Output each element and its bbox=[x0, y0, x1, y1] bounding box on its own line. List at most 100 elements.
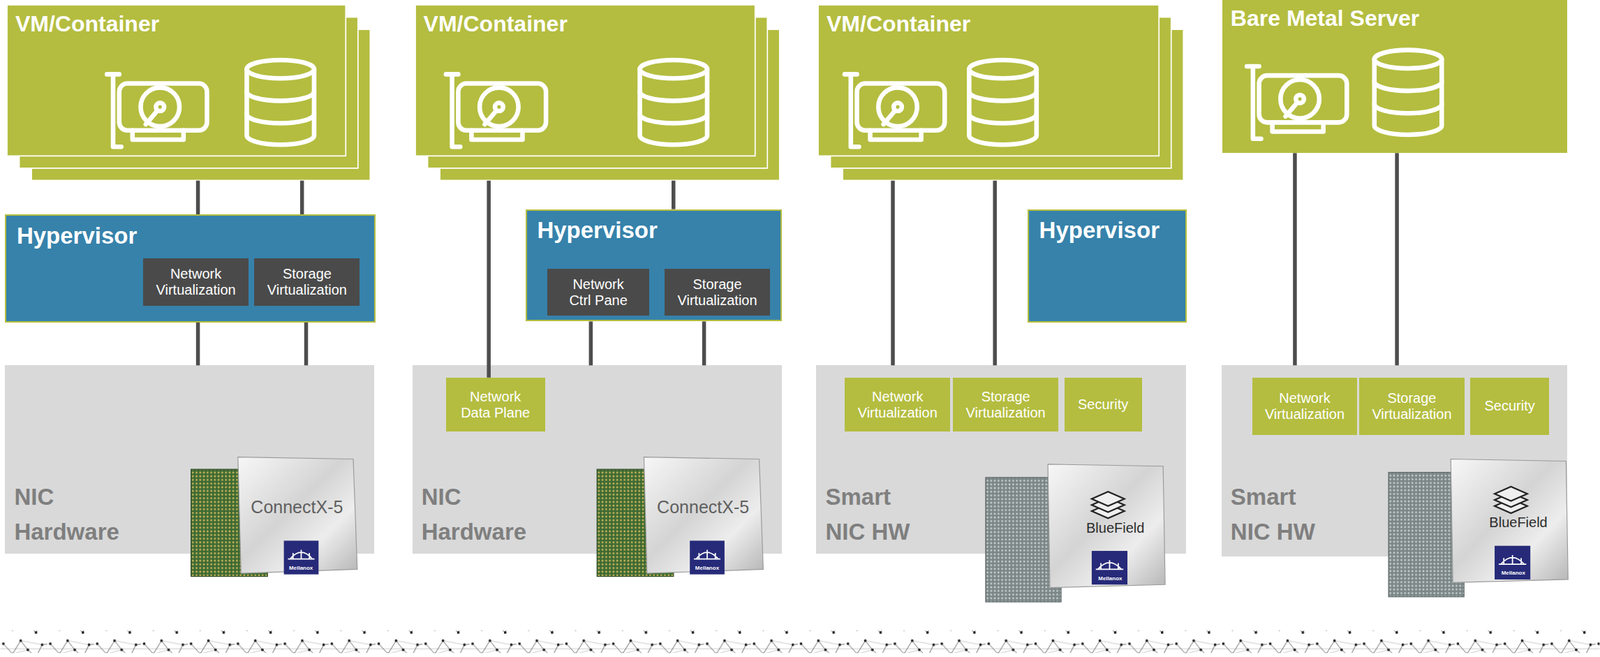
chip-marking: ConnectX-5 bbox=[656, 498, 750, 516]
connector-line bbox=[1292, 152, 1298, 366]
network-mesh-band bbox=[0, 630, 1600, 653]
label-anchor: Mellanox bbox=[1501, 570, 1526, 576]
box-title: Hypervisor bbox=[16, 215, 137, 250]
network-card-icon bbox=[106, 74, 207, 148]
connectx-chip bbox=[596, 457, 764, 577]
offload-function-box: Network Virtualization bbox=[844, 377, 951, 432]
database-ring bbox=[1374, 104, 1442, 114]
database-body bbox=[639, 69, 707, 145]
database-icon bbox=[969, 60, 1037, 145]
box-title: VM/Container bbox=[826, 4, 971, 37]
label-anchor: ConnectX-5 bbox=[656, 498, 750, 516]
card-disk bbox=[1280, 79, 1320, 119]
label-anchor: BlueField bbox=[1086, 520, 1145, 535]
connector-line bbox=[671, 180, 676, 210]
card-disk bbox=[479, 87, 519, 128]
database-icon bbox=[247, 60, 315, 145]
bluefield-chip bbox=[1388, 459, 1568, 597]
card-disk-arm bbox=[145, 110, 158, 125]
database-top bbox=[639, 60, 707, 79]
connector-line bbox=[992, 180, 997, 366]
vm-card bbox=[415, 4, 756, 156]
server-card bbox=[1222, 0, 1568, 153]
connectx-chip bbox=[191, 457, 358, 577]
card-connector bbox=[870, 130, 922, 140]
connector-line bbox=[589, 321, 594, 366]
box-title: Hypervisor bbox=[1039, 210, 1160, 245]
card-connector bbox=[1272, 122, 1324, 132]
card-connector bbox=[132, 130, 184, 140]
database-body bbox=[247, 69, 315, 145]
offload-function-box: Storage Virtualization bbox=[952, 377, 1059, 432]
database-ring bbox=[969, 92, 1037, 102]
chip-marking: BlueField bbox=[1489, 515, 1547, 530]
label-anchor: Mellanox bbox=[289, 565, 313, 572]
connector-line bbox=[304, 322, 309, 366]
chip-marking: Mellanox bbox=[1501, 570, 1526, 576]
function-box: Storage Virtualization bbox=[664, 268, 770, 316]
network-card-icon bbox=[1246, 66, 1347, 139]
function-label: Security bbox=[1484, 397, 1535, 414]
database-ring bbox=[1374, 81, 1442, 91]
hypervisor-box: Hypervisor bbox=[1027, 209, 1187, 323]
connector-line bbox=[702, 321, 707, 366]
card-body bbox=[119, 83, 208, 131]
connector-line bbox=[196, 180, 201, 215]
database-body bbox=[1374, 59, 1442, 135]
vm-card bbox=[6, 4, 346, 156]
card-disk-arm bbox=[883, 110, 895, 125]
chip-marking: BlueField bbox=[1086, 520, 1145, 535]
database-body bbox=[969, 69, 1037, 145]
database-ring bbox=[247, 92, 315, 102]
connector-line bbox=[890, 180, 895, 366]
network-card-icon bbox=[446, 74, 546, 148]
function-label: Storage Virtualization bbox=[258, 265, 356, 299]
database-ring bbox=[639, 92, 707, 102]
vm-container-stack: VM/Container bbox=[6, 4, 370, 181]
connector-line bbox=[1394, 152, 1399, 366]
database-icon bbox=[639, 60, 707, 145]
label-anchor: ConnectX-5 bbox=[250, 498, 343, 516]
function-label: Storage Virtualization bbox=[668, 276, 766, 309]
database-top bbox=[247, 60, 315, 79]
function-label: Network Virtualization bbox=[1256, 390, 1354, 423]
function-box: Network Virtualization bbox=[143, 258, 249, 306]
box-title: VM/Container bbox=[15, 4, 160, 37]
bare-metal-server-box: Bare Metal Server bbox=[1222, 0, 1568, 153]
network-card-icon bbox=[844, 74, 945, 148]
function-box: Storage Virtualization bbox=[254, 258, 360, 306]
database-ring bbox=[247, 114, 315, 124]
function-label: Storage Virtualization bbox=[1363, 390, 1461, 423]
card-body bbox=[857, 83, 946, 131]
card-disk bbox=[141, 87, 181, 128]
chip-marking: Mellanox bbox=[289, 565, 313, 572]
card-body bbox=[457, 83, 546, 131]
hardware-label: NIC Hardware bbox=[13, 365, 127, 550]
function-label: Network Virtualization bbox=[848, 388, 946, 421]
function-box: Network Ctrl Pane bbox=[547, 268, 650, 316]
box-title: Bare Metal Server bbox=[1230, 0, 1420, 33]
vm-card bbox=[818, 4, 1159, 156]
vm-container-stack: VM/Container bbox=[818, 4, 1184, 181]
connector-line bbox=[300, 180, 305, 215]
card-disk bbox=[878, 87, 918, 128]
label-anchor: BlueField bbox=[1489, 515, 1547, 530]
box-title: Hypervisor bbox=[536, 210, 657, 245]
card-disk-arm bbox=[1285, 103, 1298, 117]
offload-function-box: Security bbox=[1470, 377, 1550, 435]
database-top bbox=[1374, 50, 1442, 69]
offload-function-box: Storage Virtualization bbox=[1359, 377, 1465, 435]
connector-line bbox=[486, 180, 491, 378]
bluefield-chip bbox=[985, 464, 1166, 602]
database-icon bbox=[1374, 50, 1442, 135]
function-label: Network Data Plane bbox=[460, 388, 532, 421]
chip-marking: Mellanox bbox=[1098, 575, 1122, 582]
chip-marking: Mellanox bbox=[695, 565, 720, 572]
offload-function-box: Network Data Plane bbox=[446, 377, 546, 432]
database-top bbox=[969, 60, 1037, 79]
card-disk-arm bbox=[484, 110, 496, 125]
box-title: VM/Container bbox=[423, 4, 568, 37]
